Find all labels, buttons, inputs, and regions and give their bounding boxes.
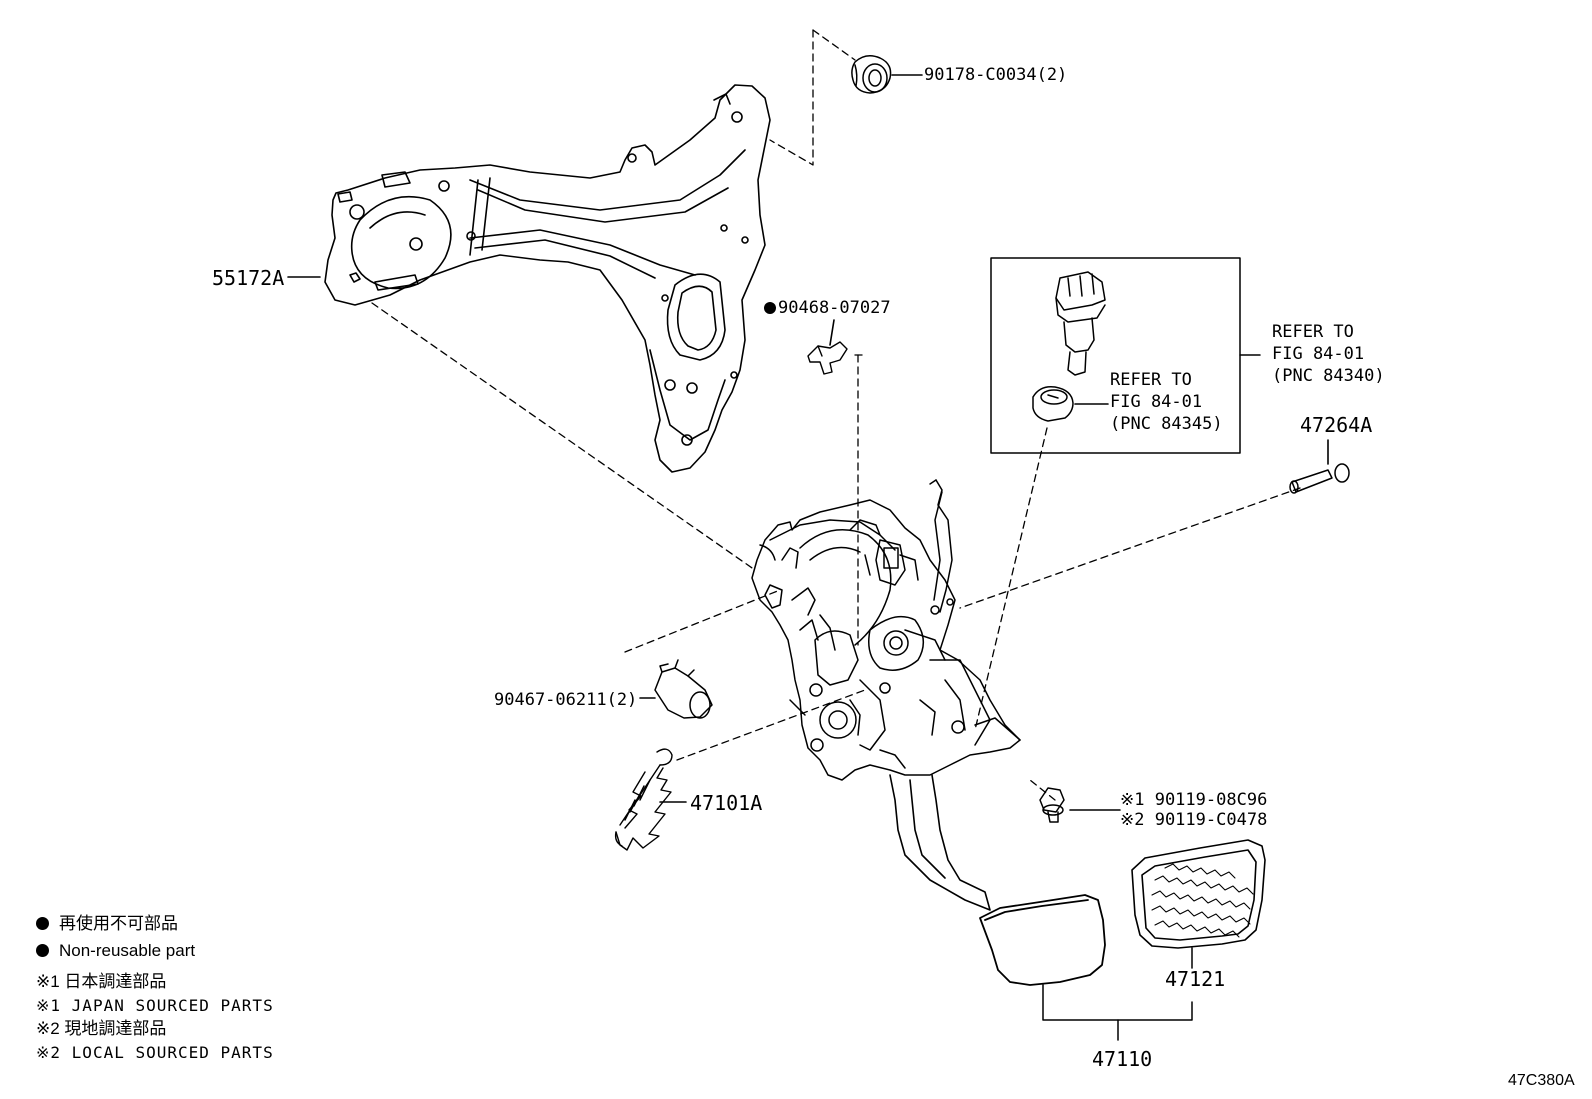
clip-90468: [807, 341, 848, 375]
legend-nonreusable-jp: 再使用不可部品: [36, 913, 178, 935]
stop-lamp-switch: [1055, 271, 1106, 376]
refer-box: [990, 257, 1261, 454]
label-55172a: 55172A: [212, 266, 285, 290]
legend-local-jp: ※2 現地調達部品: [36, 1019, 167, 1038]
pin-47264a: [1289, 463, 1350, 494]
label-47101a: 47101A: [690, 791, 763, 815]
label-90178: 90178-C0034(2): [924, 65, 1068, 85]
pedal-cover-pattern: [1151, 863, 1254, 938]
refer-cap-line2: FIG 84-01: [1110, 392, 1203, 412]
legend-nonreusable-jp-text: 再使用不可部品: [59, 914, 178, 933]
legend-local-en: ※2 LOCAL SOURCED PARTS: [36, 1043, 274, 1062]
legend-nonreusable-en: Non-reusable part: [36, 940, 195, 962]
adjuster-cap: [1032, 385, 1074, 422]
pedal-bracket-assembly: [751, 479, 1021, 781]
refer-switch-line3: (PNC 84340): [1272, 366, 1385, 386]
label-90119-japan: ※1 90119-08C96: [1120, 790, 1268, 810]
bolt-90119: [1039, 787, 1065, 823]
bracket-55172a: [324, 84, 771, 473]
pedal-cover: [1131, 839, 1266, 949]
non-reusable-dot-icon: [764, 302, 776, 314]
label-90467: 90467-06211(2): [494, 690, 638, 710]
legend-japan-en: ※1 JAPAN SOURCED PARTS: [36, 996, 274, 1015]
non-reusable-dot-icon: [36, 944, 49, 957]
assembly-bracket-47110: [1042, 947, 1193, 1041]
refer-cap-line1: REFER TO: [1110, 370, 1192, 390]
label-90468-text: 90468-07027: [778, 298, 891, 318]
refer-switch-line1: REFER TO: [1272, 322, 1354, 342]
figure-code: 47C380A: [1508, 1072, 1575, 1089]
clip-90467: [654, 659, 713, 719]
spring-47101a: [614, 748, 673, 851]
non-reusable-dot-icon: [36, 917, 49, 930]
legend-japan-jp: ※1 日本調達部品: [36, 972, 167, 991]
dashed-leaders: [371, 29, 1301, 801]
pedal-pad: [979, 894, 1106, 986]
clip-nut-90178: [851, 55, 892, 94]
label-90468: 90468-07027: [764, 298, 891, 318]
refer-cap-line3: (PNC 84345): [1110, 414, 1223, 434]
refer-switch-line2: FIG 84-01: [1272, 344, 1365, 364]
label-47110: 47110: [1092, 1047, 1153, 1071]
label-47121: 47121: [1165, 967, 1226, 991]
legend-nonreusable-en-text: Non-reusable part: [59, 941, 196, 960]
label-90119-local: ※2 90119-C0478: [1120, 810, 1268, 830]
pedal-arm: [889, 774, 991, 911]
label-47264a: 47264A: [1300, 413, 1373, 437]
